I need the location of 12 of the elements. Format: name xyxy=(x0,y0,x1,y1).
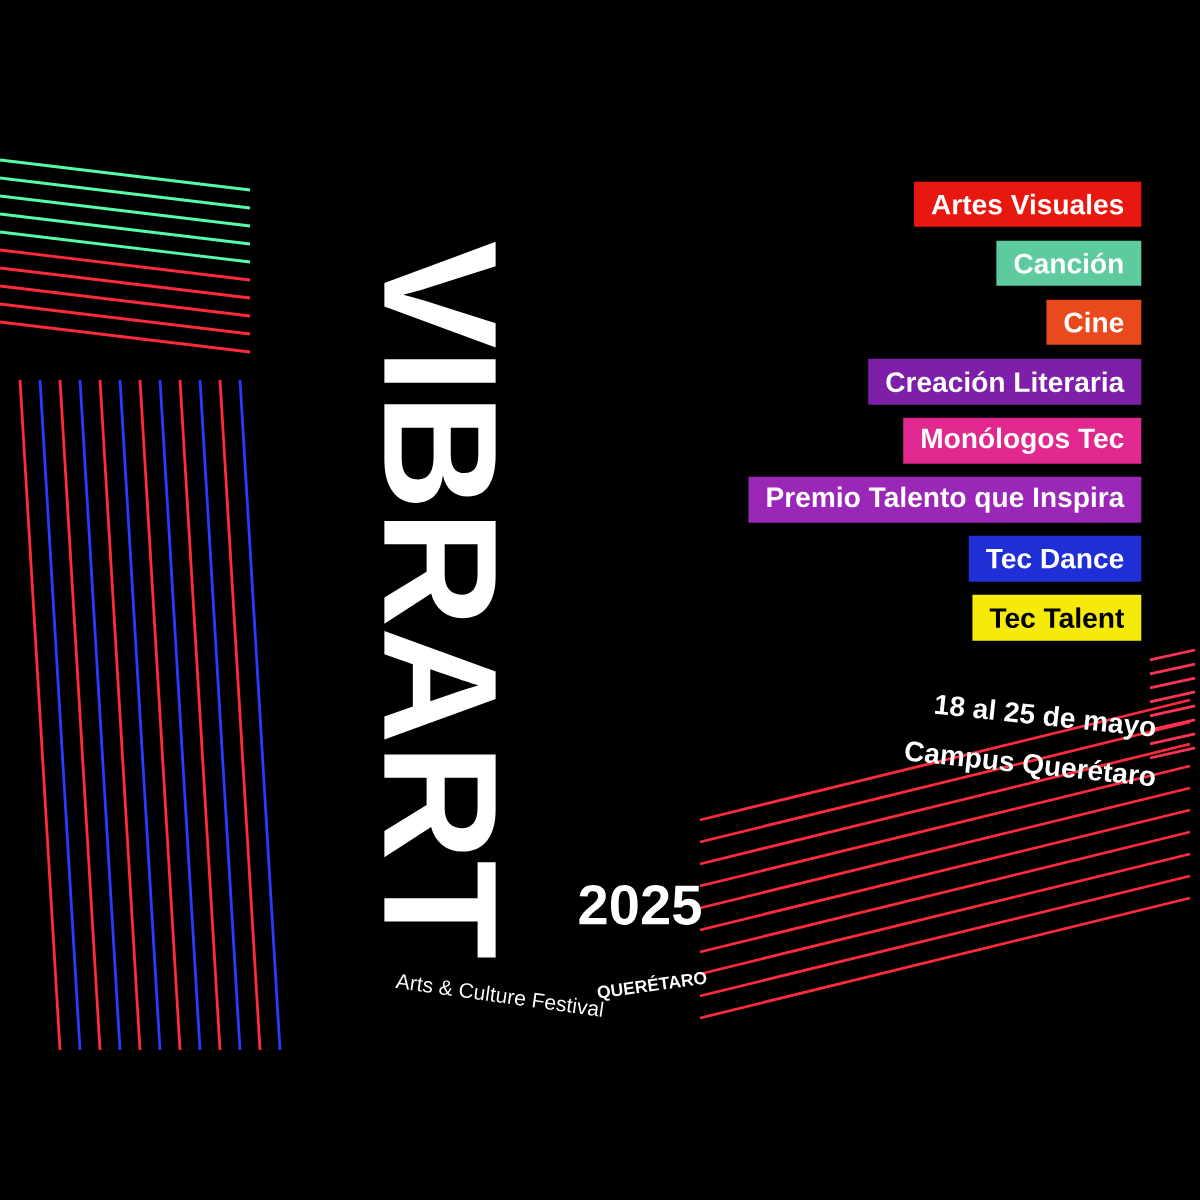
title: VIBRART xyxy=(384,241,496,958)
year-text: 2025 xyxy=(579,885,701,925)
category-band: Premio Talento que Inspira xyxy=(748,476,1142,523)
category-band: Canción xyxy=(996,240,1142,286)
category-band: Creación Literaria xyxy=(868,358,1142,405)
category-band: Artes Visuales xyxy=(914,181,1142,227)
venue-text: Campus Querétaro xyxy=(905,741,1155,786)
date-text: 18 al 25 de mayo xyxy=(934,695,1156,740)
category-band: Tec Talent xyxy=(972,594,1142,641)
category-band: Monólogos Tec xyxy=(903,417,1142,464)
category-band: Cine xyxy=(1046,299,1142,345)
category-band: Tec Dance xyxy=(968,535,1142,582)
